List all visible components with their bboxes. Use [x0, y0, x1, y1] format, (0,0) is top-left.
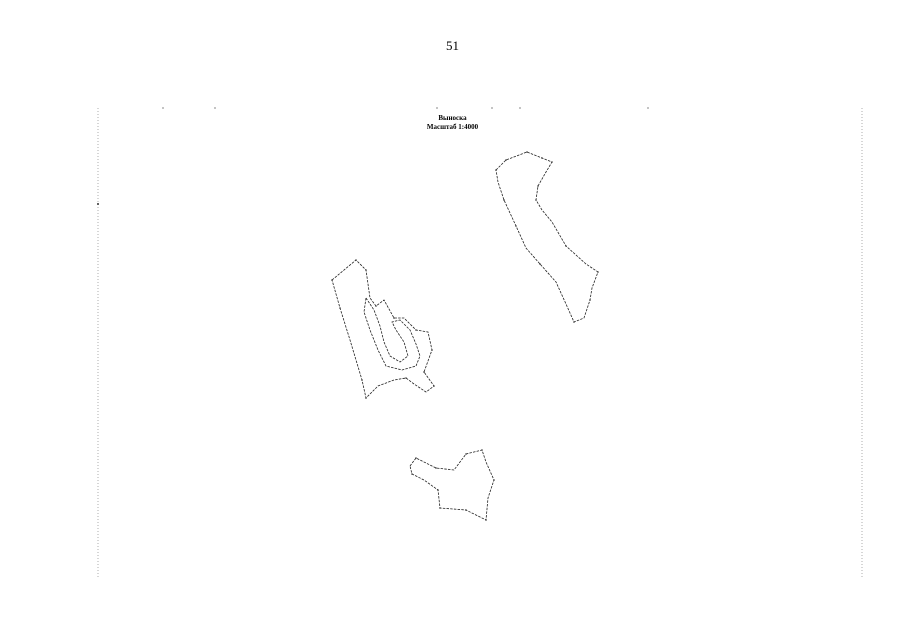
- parcel-bottom: [409, 449, 495, 521]
- map-title-text: Выноска: [438, 114, 467, 122]
- parcel-upper-right: [495, 151, 599, 323]
- parcel-left: [331, 259, 435, 399]
- frame-top-ticks: [162, 107, 649, 109]
- map-scale-text: Масштаб 1:4000: [426, 123, 479, 131]
- page-number: 51: [446, 38, 459, 53]
- frame-left-marker: [97, 203, 99, 205]
- map-title: Выноска Масштаб 1:4000: [0, 114, 905, 132]
